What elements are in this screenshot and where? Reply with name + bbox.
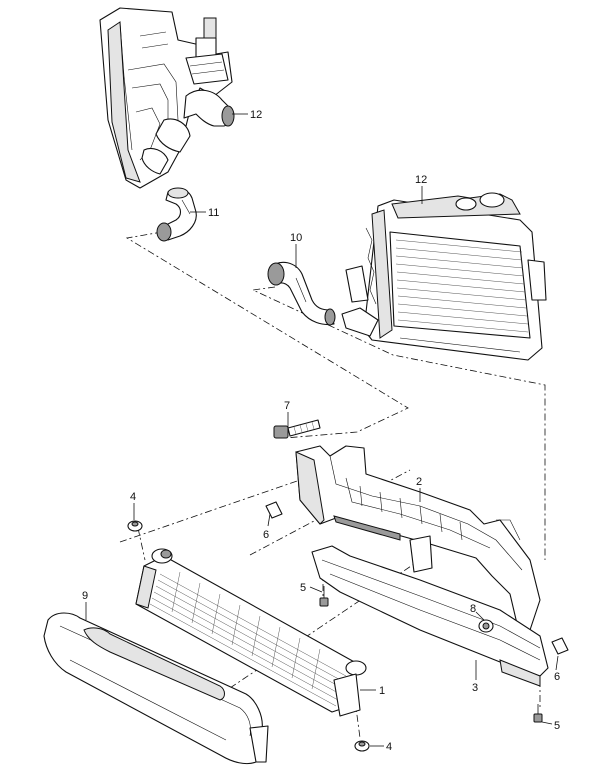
part-10-coolant-hose xyxy=(267,261,336,326)
part-7-bolt xyxy=(273,419,321,439)
callout-4-upper: 4 xyxy=(130,491,136,503)
callout-7: 7 xyxy=(284,400,290,412)
callout-3: 3 xyxy=(472,682,478,694)
fastener-screw-5-left xyxy=(319,586,329,607)
callout-5-right: 5 xyxy=(554,720,560,732)
fastener-clip-6-left xyxy=(265,501,283,519)
callout-1: 1 xyxy=(379,685,385,697)
fastener-clip-6-right xyxy=(551,637,569,655)
callout-4-lower: 4 xyxy=(386,741,392,753)
callout-5-left: 5 xyxy=(300,582,306,594)
callout-8: 8 xyxy=(470,603,476,615)
fastener-nut-8 xyxy=(478,619,494,633)
callout-labels: 12 11 10 12 7 2 4 6 5 9 8 1 3 6 5 4 xyxy=(82,109,560,753)
callout-2: 2 xyxy=(416,476,422,488)
part-3-lower-bracket xyxy=(311,545,549,687)
callout-leaders xyxy=(85,113,559,747)
callout-11: 11 xyxy=(208,207,219,219)
callout-12-right: 12 xyxy=(415,174,427,186)
callout-9: 9 xyxy=(82,590,88,602)
callout-6-right: 6 xyxy=(554,671,560,683)
callout-12-upper: 12 xyxy=(250,109,262,121)
part-12-cooling-module-upper xyxy=(99,7,235,189)
fastener-nut-4-lower xyxy=(354,740,370,752)
callout-6-left: 6 xyxy=(263,529,269,541)
callout-10: 10 xyxy=(290,232,302,244)
fastener-nut-4-upper xyxy=(127,520,143,532)
part-12-radiator xyxy=(341,192,547,361)
part-11-hose-elbow xyxy=(156,187,197,242)
part-2-carrier xyxy=(295,445,541,631)
fastener-screw-5-right xyxy=(533,704,543,723)
part-9-air-duct xyxy=(43,612,269,765)
part-1-core xyxy=(135,548,367,717)
